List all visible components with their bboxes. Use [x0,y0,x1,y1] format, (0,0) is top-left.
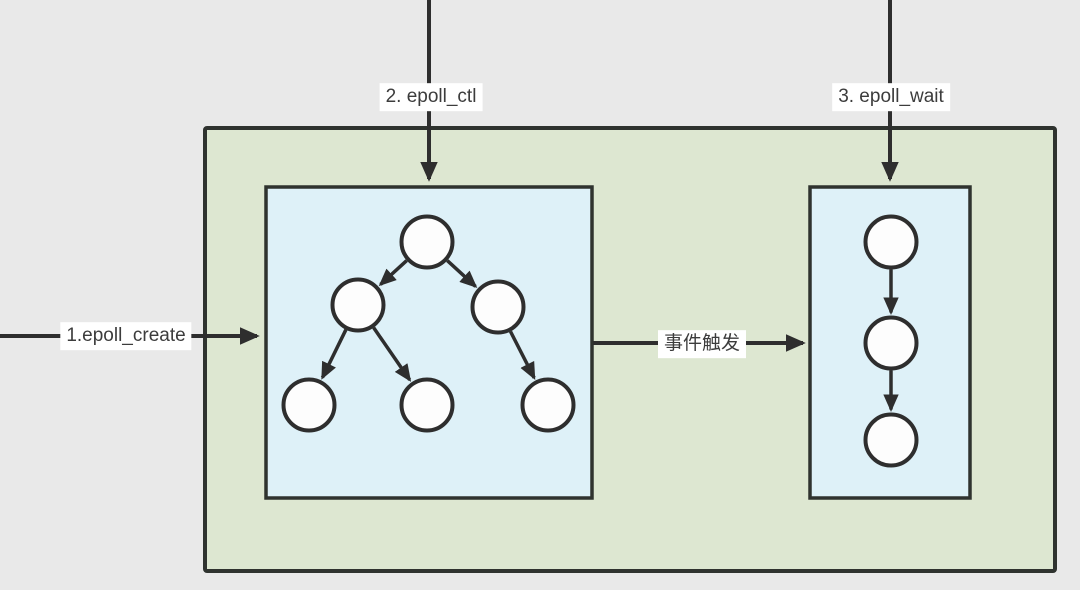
ready-list-graph [863,214,919,468]
ready-list-node-n2 [863,315,919,371]
rbtree-edge-root-right [446,259,478,289]
rbtree-node-leaf3 [520,377,576,433]
label-epoll-wait: 3. epoll_wait [832,83,950,111]
rbtree-node-leaf2 [399,377,455,433]
ready-list-node-n3 [863,412,919,468]
label-epoll-create: 1.epoll_create [60,322,192,350]
label-event-trigger: 事件触发 [657,330,747,358]
rbtree-edge-right-leaf3 [508,330,536,381]
rbtree-graph [281,214,576,433]
rbtree-edge-root-left [378,259,408,287]
rbtree-node-left [330,277,386,333]
ready-list-node-n1 [863,214,919,270]
rbtree-node-leaf1 [281,377,337,433]
rbtree-node-root [399,214,455,270]
rbtree-edge-left-leaf1 [320,328,348,380]
rbtree-node-right [470,279,526,335]
rbtree-edge-left-leaf2 [372,326,412,382]
label-epoll-ctl: 2. epoll_ctl [379,83,483,111]
